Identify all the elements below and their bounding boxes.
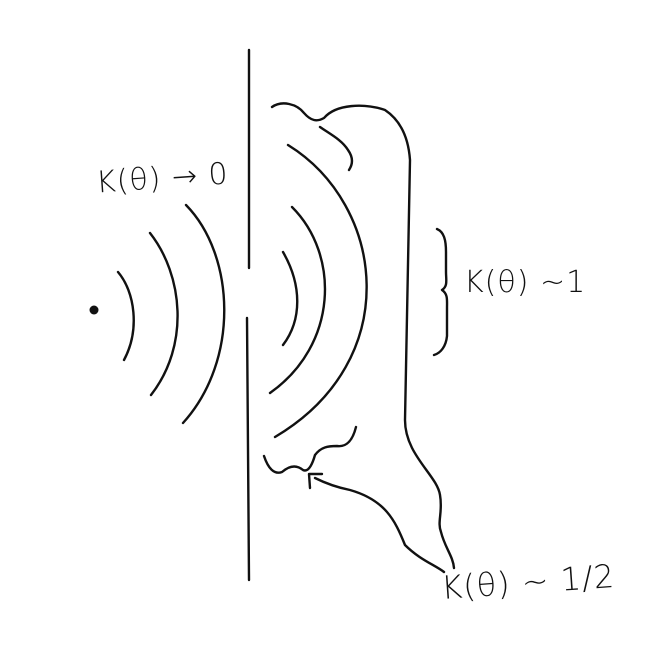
transmitted-wavefront-3 <box>273 143 368 439</box>
transmitted-wavefront-2 <box>268 205 327 395</box>
top-edge-scribble-inner <box>318 125 354 172</box>
transmitted-wavefront-1 <box>281 250 299 347</box>
label-k-theta-center: K(θ) ~1 <box>464 265 587 300</box>
top-edge-scribble <box>270 102 456 570</box>
point-source <box>89 305 99 315</box>
incident-wavefront-2 <box>148 231 179 397</box>
label-k-theta-back: K(θ) → 0 <box>94 156 230 201</box>
edge-arrow-line <box>313 476 446 574</box>
edge-arrow-head <box>307 472 324 490</box>
center-bracket <box>432 227 449 357</box>
incident-wavefront-3 <box>181 203 226 425</box>
incident-wavefront-1 <box>116 270 135 362</box>
barrier-lower <box>245 316 251 582</box>
bottom-edge-scribble <box>262 425 358 474</box>
